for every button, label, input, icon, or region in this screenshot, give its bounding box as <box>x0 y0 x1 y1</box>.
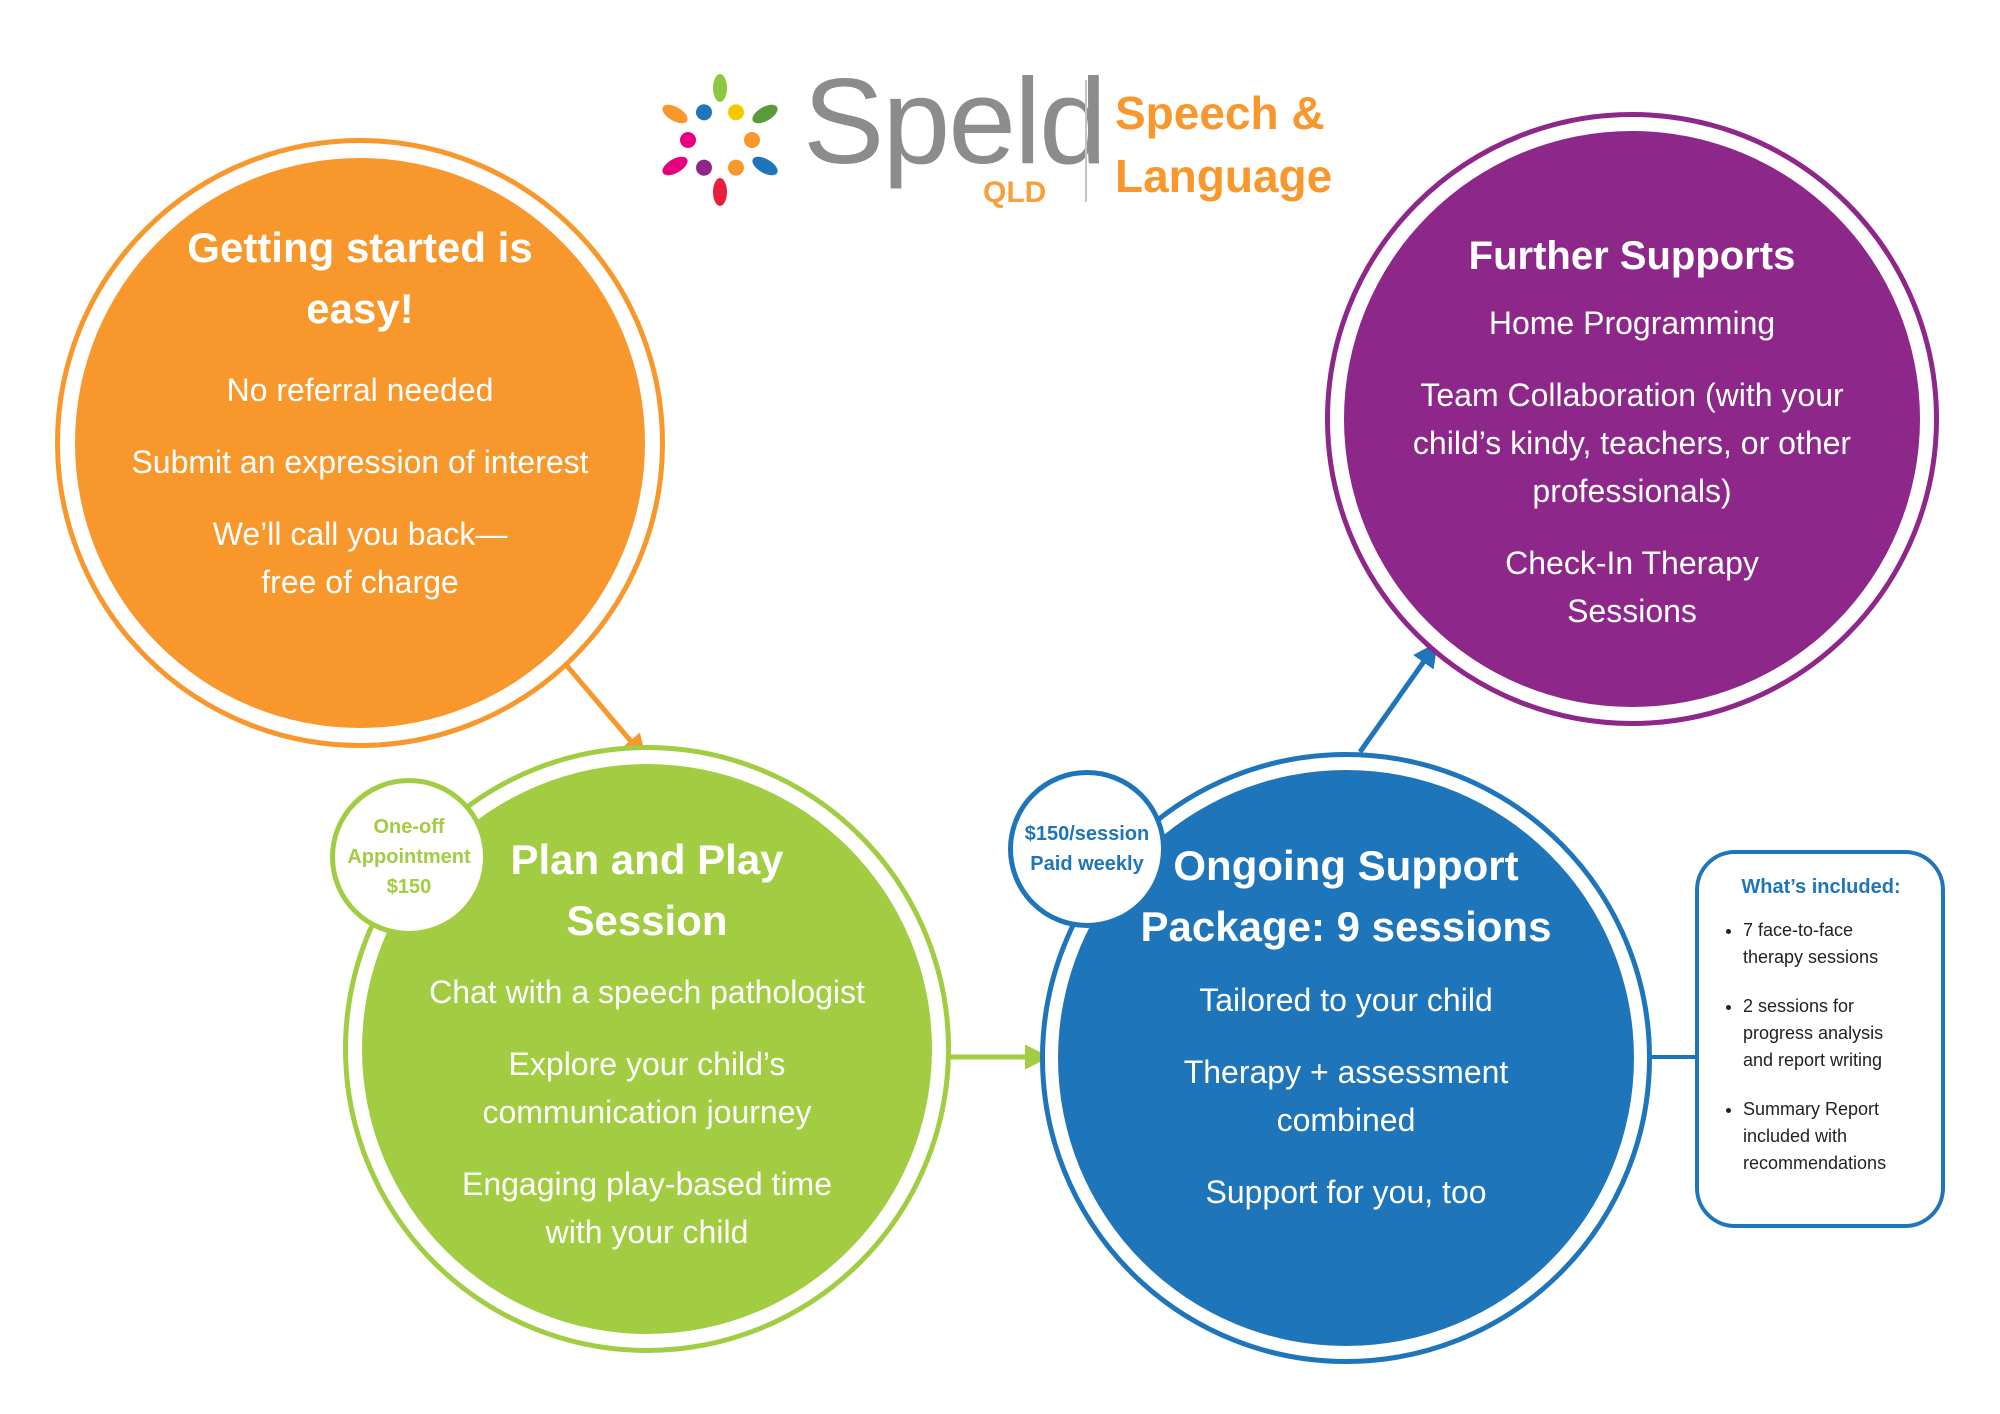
logo-petal <box>728 159 744 176</box>
logo-tagline: Speech & Language <box>1115 87 1333 203</box>
logo-petal <box>680 132 696 148</box>
plan-play-item: Engaging play-based time with your child <box>461 1165 832 1250</box>
plan-play-item: Chat with a speech pathologist <box>429 973 865 1010</box>
further-supports-item: Check-In Therapy Sessions <box>1505 545 1759 629</box>
speld-logo-icon <box>662 74 778 206</box>
ongoing-support-item: Tailored to your child <box>1199 981 1493 1018</box>
ongoing-support-title: Ongoing Support Package: 9 sessions <box>1140 842 1552 950</box>
getting-started-circle: Getting started is easy! No referral nee… <box>75 158 645 728</box>
getting-started-title: Getting started is easy! <box>187 224 533 332</box>
logo-wordmark: Speld <box>803 53 1107 189</box>
logo-petal <box>696 104 712 121</box>
whats-included-list: 7 face-to-face therapy sessions 2 sessio… <box>1721 917 1921 1177</box>
plan-play-price-badge: One-off Appointment $150 <box>330 778 488 936</box>
further-supports-item: Team Collaboration (with your child’s ki… <box>1412 377 1852 509</box>
getting-started-item: We’ll call you back— free of charge <box>212 515 508 600</box>
logo-petal <box>662 104 688 124</box>
logo-petal <box>752 104 778 124</box>
ongoing-support-price-badge: $150/session Paid weekly <box>1008 770 1166 928</box>
list-item: Summary Report included with recommendat… <box>1743 1096 1921 1177</box>
getting-started-item: No referral needed <box>226 371 494 408</box>
logo-petal <box>696 159 712 176</box>
arrow-orange-to-green <box>560 658 647 760</box>
getting-started-item: Submit an expression of interest <box>131 443 589 480</box>
logo-petal <box>728 104 744 121</box>
ongoing-support-item: Support for you, too <box>1205 1173 1487 1210</box>
whats-included-title: What’s included: <box>1741 876 1901 898</box>
whats-included-box: What’s included: 7 face-to-face therapy … <box>1695 850 1945 1228</box>
ongoing-support-item: Therapy + assessment combined <box>1183 1053 1509 1138</box>
logo-petal <box>662 156 688 176</box>
logo-divider <box>1085 80 1087 202</box>
logo-region: QLD <box>983 176 1047 209</box>
logo-petal <box>752 156 778 176</box>
list-item: 7 face-to-face therapy sessions <box>1743 917 1921 971</box>
logo-petal <box>713 178 727 206</box>
further-supports-item: Home Programming <box>1488 305 1776 341</box>
logo-petal <box>744 132 760 148</box>
plan-play-item: Explore your child’s communication journ… <box>482 1045 812 1130</box>
arrow-blue-to-purple <box>1357 641 1438 754</box>
plan-play-title: Plan and Play Session <box>510 836 784 944</box>
logo-petal <box>713 74 727 102</box>
list-item: 2 sessions for progress analysis and rep… <box>1743 993 1921 1074</box>
further-supports-title: Further Supports <box>1468 234 1796 278</box>
further-supports-circle: Further Supports Home Programming Team C… <box>1344 131 1920 707</box>
